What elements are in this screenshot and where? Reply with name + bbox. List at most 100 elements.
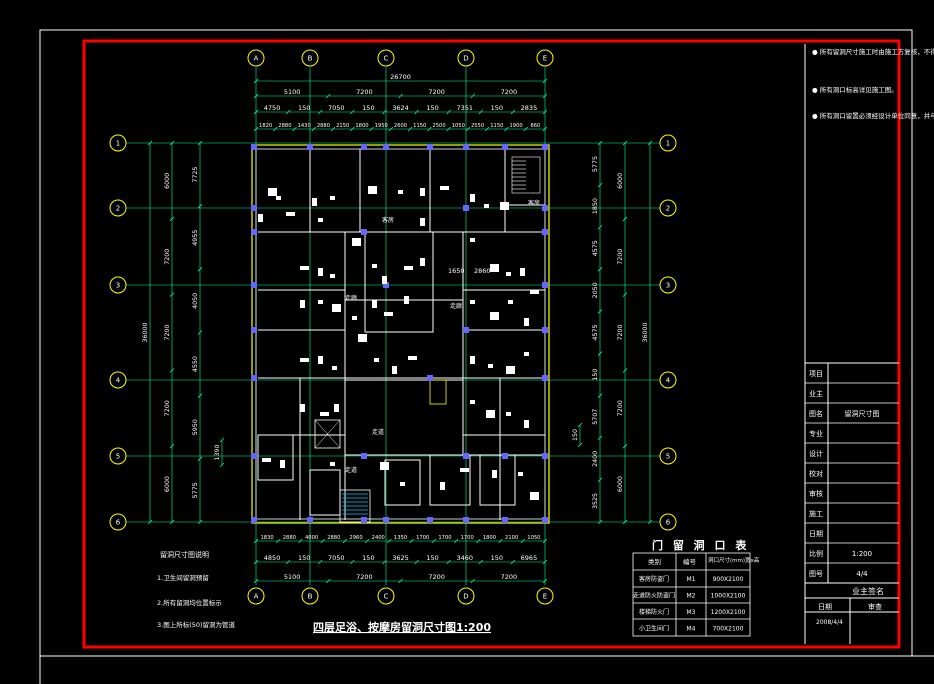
column: [542, 282, 548, 288]
door-row-3-cell-1: M4: [687, 626, 696, 633]
column: [502, 453, 508, 459]
bottom-dim-row1-label: 2880: [327, 535, 340, 541]
door-opening: [262, 458, 271, 462]
bottom-dim-row2-label: 150: [362, 554, 374, 562]
door-opening: [332, 304, 341, 312]
door-opening: [400, 482, 405, 486]
door-opening: [408, 356, 417, 360]
tb-label-6: 审核: [809, 489, 823, 498]
bottom-dim-row1-label: 2880: [283, 535, 296, 541]
door-opening: [374, 358, 379, 362]
door-opening: [470, 356, 475, 364]
left-dim-row1-label: 7200: [164, 249, 171, 265]
notes-item-1: 1.卫生间留洞预留: [157, 573, 209, 582]
column: [383, 517, 389, 523]
top-dim-row3-label: 2150: [336, 123, 349, 129]
door-opening: [380, 462, 389, 470]
grid-bubble-label-C: C: [384, 55, 389, 63]
right-dim-row1-label: 6000: [617, 476, 624, 492]
notes-item-2: 2.所有留洞均位置标示: [157, 598, 222, 607]
tb-sign-review-label: 审查: [868, 602, 882, 611]
right-dim-row2-label: 1850: [592, 198, 599, 214]
column: [383, 144, 389, 150]
tb-sign-date-value: 2008/4/4: [816, 619, 843, 626]
door-opening: [518, 472, 523, 476]
elevator-shafts: [315, 380, 446, 448]
right-dim-row1-label: 7200: [617, 400, 624, 416]
grid-bubble-label-4: 4: [116, 377, 121, 385]
door-table-rows: 客房防盗门M1900X2100走道防火防盗门M21000X2100楼梯防火门M3…: [633, 575, 746, 633]
door-opening: [382, 276, 387, 284]
door-row-0-cell-0: 客房防盗门: [639, 575, 669, 583]
door-opening: [530, 290, 539, 294]
door-table-title: 门 留 洞 口 表: [652, 538, 749, 552]
grid-bubble-label-E: E: [543, 55, 547, 63]
right-dim-row2-label: 4575: [592, 240, 599, 256]
door-opening: [486, 410, 495, 418]
bottom-dim-row1-label: 1050: [527, 535, 540, 541]
right-dim-row1-label: 7200: [617, 324, 624, 340]
door-opening: [372, 264, 377, 268]
column: [542, 453, 548, 459]
column: [251, 282, 257, 288]
grid-bubble-label-6: 6: [666, 519, 671, 527]
left-dim-row2-label: 4550: [192, 356, 199, 372]
door-opening: [300, 358, 309, 362]
door-row-2-cell-1: M3: [687, 609, 696, 616]
door-table-header-type: 类别: [648, 557, 661, 566]
room-label-2: 走廊: [345, 294, 357, 302]
door-opening: [420, 218, 425, 226]
column: [427, 375, 433, 381]
right-dim-row2-label: 3525: [592, 493, 599, 509]
door-opening: [300, 266, 309, 270]
left-dim-row3-label: 1390: [214, 444, 221, 460]
top-dim-row2-label: 150: [362, 104, 374, 112]
door-opening: [358, 334, 367, 342]
column: [542, 375, 548, 381]
bottom-dim-row1-label: 1830: [261, 535, 274, 541]
grid-bubble-label-C: C: [384, 593, 389, 601]
grid-bubble-label-A: A: [254, 55, 259, 63]
tb-label-0: 项目: [809, 370, 823, 378]
tb-label-9: 比例: [809, 549, 823, 558]
bottom-dim-row3-label: 7200: [501, 573, 518, 581]
top-dim-row1-label: 7200: [501, 88, 518, 96]
left-dim-row2-label: 5775: [192, 482, 199, 498]
door-opening: [530, 492, 539, 500]
door-opening: [318, 356, 323, 364]
door-row-0-cell-1: M1: [687, 576, 696, 583]
grid-bubble-label-4: 4: [666, 377, 671, 385]
right-dim-row3-label: 150: [572, 429, 579, 441]
bottom-dim-row2-label: 150: [426, 554, 438, 562]
floor-plan: 客房 走廊 走廊 走道 走道 客房 1650 2860: [251, 144, 549, 523]
top-dim-row1-label: 5100: [284, 88, 301, 96]
door-table-header-code: 编号: [683, 557, 697, 566]
left-dim-overall-label: 36000: [142, 322, 149, 342]
column: [542, 327, 548, 333]
door-row-0-cell-2: 900X2100: [713, 576, 744, 583]
door-opening: [460, 468, 469, 472]
column: [542, 229, 548, 235]
left-dim-row2-label: 7725: [192, 167, 199, 183]
column: [251, 375, 257, 381]
right-dim-row2-label: 2400: [592, 451, 599, 467]
right-dim-row2-label: 2050: [592, 282, 599, 298]
door-opening: [318, 268, 323, 276]
door-opening: [506, 366, 515, 374]
column: [251, 205, 257, 211]
door-opening: [300, 300, 305, 308]
column: [427, 517, 433, 523]
door-opening: [420, 258, 425, 266]
right-dim-row2-label: 150: [592, 369, 599, 381]
door-opening-table: 门 留 洞 口 表 类别 编号 洞口尺寸(mm)宽x高 客房防盗门M1900X2…: [633, 538, 760, 636]
grid-bubble-label-B: B: [308, 55, 313, 63]
general-notes: ● 所有留洞尺寸施工时由施工方复核，不得以此图为准。 ● 所有洞口标高详见施工图…: [812, 47, 934, 120]
left-dim-row1-label: 7200: [164, 324, 171, 340]
door-row-1-cell-2: 1000X2100: [711, 593, 746, 600]
top-dim-row3-label: 1900: [509, 123, 522, 129]
grid-bubble-label-6: 6: [116, 519, 121, 527]
door-opening: [470, 238, 475, 242]
door-opening: [524, 318, 529, 326]
bottom-dim-row1-label: 2100: [505, 535, 518, 541]
grid-bubble-label-1: 1: [116, 140, 120, 148]
